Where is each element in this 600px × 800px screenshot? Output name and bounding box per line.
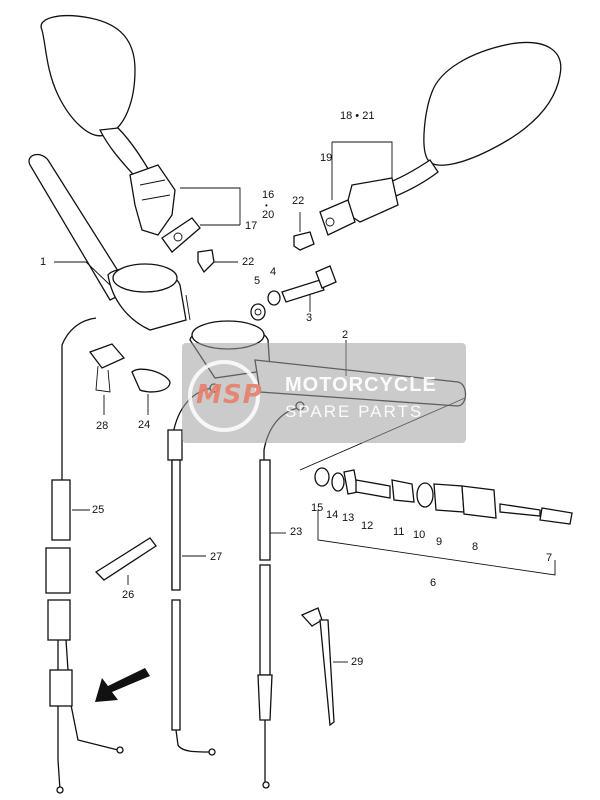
callout-29: 29 [351, 656, 364, 668]
callout-16: 16 [262, 189, 275, 201]
callout-8: 8 [472, 541, 479, 553]
right-mirror [319, 41, 562, 236]
callout-3: 3 [306, 312, 313, 324]
callout-18-21: 18 • 21 [340, 110, 375, 122]
callout-17: 17 [245, 220, 258, 232]
watermark-subtitle: SPARE PARTS [285, 402, 424, 421]
callout-23: 23 [290, 526, 303, 538]
callout-14: 14 [326, 509, 339, 521]
callout-7: 7 [546, 552, 553, 564]
callout-12: 12 [361, 520, 374, 532]
callout-6: 6 [430, 577, 437, 589]
throttle-assembly [299, 397, 573, 525]
callout-28: 28 [96, 420, 109, 432]
callout-4: 4 [270, 266, 277, 278]
callout-10: 10 [413, 529, 426, 541]
callout-1: 1 [40, 256, 47, 268]
callout-5: 5 [254, 275, 261, 287]
callout-15: 15 [311, 502, 324, 514]
callout-27: 27 [210, 551, 223, 563]
right-cap-nut [293, 231, 315, 251]
watermark-title: MOTORCYCLE [285, 374, 437, 396]
callout-25: 25 [92, 504, 105, 516]
left-handlebar [28, 153, 191, 331]
cable-tie-29 [300, 607, 323, 627]
callout-2: 2 [342, 329, 349, 341]
left-mirror [40, 15, 176, 236]
bracket-26 [94, 537, 157, 581]
callout-13: 13 [342, 512, 355, 524]
callout-24: 24 [138, 419, 151, 431]
callout-16-dot: • [265, 201, 268, 210]
direction-arrow-icon [95, 668, 150, 702]
callout-20: 20 [262, 209, 275, 221]
clamp-24 [131, 368, 171, 393]
left-cap-nut [197, 249, 215, 274]
callout-26: 26 [122, 589, 135, 601]
callout-22-right: 22 [292, 195, 305, 207]
mirror-gasket [161, 217, 201, 253]
callout-9: 9 [436, 536, 443, 548]
callout-19: 19 [320, 152, 333, 164]
callout-22-left: 22 [242, 256, 255, 268]
cable-25 [45, 317, 124, 794]
watermark-logo: MSP [196, 380, 263, 410]
bolt-assembly [250, 265, 337, 321]
watermark-globe-icon [188, 360, 260, 432]
bracket-28 [88, 343, 126, 369]
cable-23 [257, 401, 305, 789]
callout-11: 11 [393, 526, 405, 538]
